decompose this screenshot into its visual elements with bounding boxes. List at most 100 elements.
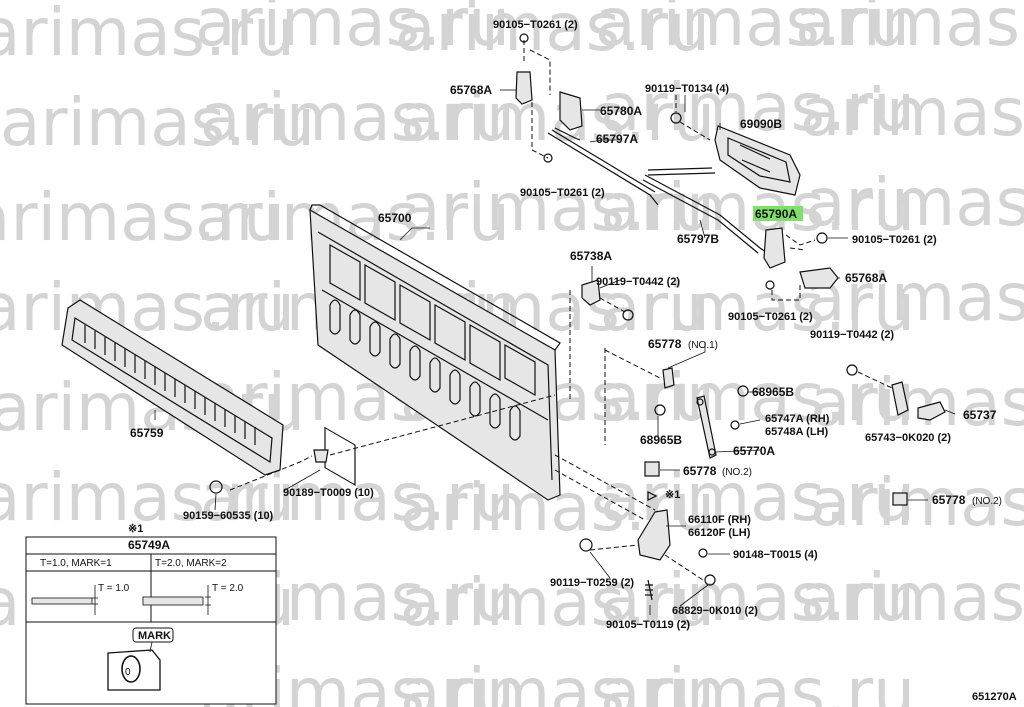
label-65778-no2-b: 65778: [932, 493, 966, 507]
watermark: arimas.ru: [200, 459, 515, 536]
label-90105-t0119: 90105−T0119 (2): [606, 619, 690, 631]
label-90119-t0134: 90119−T0134 (4): [645, 83, 729, 95]
watermark: arimas.ru: [800, 559, 1024, 636]
label-65737: 65737: [963, 408, 997, 422]
legend-title: 65749A: [128, 538, 170, 552]
label-65748a: 65748A (LH): [765, 426, 829, 438]
mark-tab: [107, 649, 161, 691]
lock-65780a: [559, 91, 583, 131]
tailgate-panel-65700[interactable]: [309, 204, 561, 501]
label-90119-t0442-a: 90119−T0442 (2): [596, 276, 680, 288]
label-90119-t0442-b: 90119−T0442 (2): [810, 329, 894, 341]
label-69090b: 69090B: [740, 117, 782, 131]
stopper-65778-no2-right[interactable]: [892, 492, 908, 506]
bracket-65768a-left: [515, 71, 533, 105]
legend-zero: 0: [125, 667, 131, 678]
watermark: arimas.ru: [0, 269, 295, 346]
label-65768a-right: 65768A: [845, 271, 887, 285]
watermark: arimas.ru: [600, 654, 915, 707]
label-66110f: 66110F (RH): [688, 514, 751, 526]
label-65780a: 65780A: [600, 104, 642, 118]
legend-t1: T = 1.0: [98, 583, 130, 594]
label-65778-no1: 65778: [648, 337, 682, 351]
watermark: arimas.ru: [600, 559, 915, 636]
watermark: arimas.ru: [400, 169, 715, 246]
protector-panel-65759[interactable]: [61, 299, 284, 476]
label-90105-t0261-low: 90105−T0261 (2): [728, 311, 813, 323]
watermark: arimas.ru: [400, 79, 715, 156]
stopper-65778-no1: [662, 367, 675, 389]
label-65700: 65700: [378, 211, 412, 225]
label-90105-t0261-mid: 90105−T0261 (2): [520, 187, 605, 199]
label-90189: 90189−T0009 (10): [283, 487, 374, 499]
label-diagram-ref: 651270A: [972, 691, 1017, 703]
watermark: arimas.ru: [400, 654, 715, 707]
legend-note: ※1: [128, 523, 143, 535]
tailgate-ribs: [329, 299, 521, 441]
watermark: arimas.ru: [395, 0, 710, 66]
watermark: arimas.ru: [0, 84, 315, 161]
highlight-65790a: [753, 206, 803, 221]
hinge-65737[interactable]: [846, 364, 946, 421]
label-90159: 90159−60535 (10): [183, 510, 274, 522]
label-90148: 90148−T0015 (4): [733, 549, 818, 561]
label-65768a-left: 65768A: [450, 83, 492, 97]
watermark: arimas.ru: [805, 164, 1024, 241]
label-66120f: 66120F (LH): [688, 527, 751, 539]
label-no1: (NO.1): [688, 340, 718, 351]
watermark: arimas.ru: [195, 0, 510, 61]
label-65770a: 65770A: [733, 444, 775, 458]
label-90105-t0261-right: 90105−T0261 (2): [852, 234, 937, 246]
label-65797a: 65797A: [596, 132, 638, 146]
label-65778-no2-a: 65778: [683, 464, 717, 478]
label-65790a: 65790A: [755, 207, 797, 221]
hinge-66110f[interactable]: [554, 454, 716, 601]
bracket-65738a[interactable]: [569, 279, 634, 400]
label-90105-t0261-top: 90105−T0261 (2): [493, 19, 578, 31]
handle-69090b[interactable]: [714, 125, 801, 196]
label-65743: 65743−0K020 (2): [865, 432, 951, 444]
watermark: arimas.ru: [600, 269, 915, 346]
lock-control-65790a[interactable]: [763, 227, 828, 269]
label-90119-t0259: 90119−T0259 (2): [550, 577, 634, 589]
watermark: arimas.ru: [810, 364, 1024, 441]
mark-zero-shape: [121, 655, 141, 683]
label-no2-b: (NO.2): [972, 496, 1002, 507]
label-65759: 65759: [130, 426, 164, 440]
tailgate-windows: [324, 243, 536, 486]
watermark: arimas.ru: [600, 359, 915, 436]
mark-callout: [132, 627, 174, 643]
watermark: arimas.ru: [795, 0, 1024, 61]
cable-65770a[interactable]: [604, 348, 749, 459]
watermark: arimas.ru: [600, 69, 915, 146]
watermark: arimas.ru: [810, 464, 1024, 541]
leader-lines: [154, 89, 956, 615]
bracket-65768a-right[interactable]: [765, 267, 839, 301]
label-68965b-a: 68965B: [752, 385, 794, 399]
stopper-65778-no2-center[interactable]: [644, 461, 660, 477]
watermark: arimas.ru: [200, 79, 515, 156]
watermark: arimas.ru: [0, 459, 295, 536]
label-68829: 68829−0K010 (2): [672, 605, 758, 617]
legend-table-65749a: ※1 65749A T=1.0, MARK=1 T=2.0, MARK=2 T …: [25, 523, 277, 705]
label-65747a: 65747A (RH): [765, 413, 830, 425]
legend-col2: T=2.0, MARK=2: [155, 558, 227, 569]
label-no2-a: (NO.2): [722, 467, 752, 478]
rod-65797b: [642, 167, 767, 254]
fasteners-lower-left: [209, 394, 658, 501]
label-65738a: 65738A: [570, 249, 612, 263]
label-65797b: 65797B: [677, 232, 719, 246]
part-labels: 90105−T0261 (2) 65768A 65780A 65797A 901…: [130, 19, 1017, 703]
panel-slots: [84, 325, 256, 445]
watermark: arimas.ru: [800, 74, 1024, 151]
watermark: arimas.ru: [400, 564, 715, 641]
legend-t2: T = 2.0: [212, 583, 244, 594]
watermark: arimas.ru: [595, 0, 910, 61]
watermark: arimas.ru: [0, 0, 295, 71]
watermark: arimas.ru: [805, 259, 1024, 336]
legend-col1: T=1.0, MARK=1: [40, 558, 112, 569]
legend-mark: MARK: [138, 630, 171, 642]
watermark: arimas.ru: [0, 179, 285, 256]
